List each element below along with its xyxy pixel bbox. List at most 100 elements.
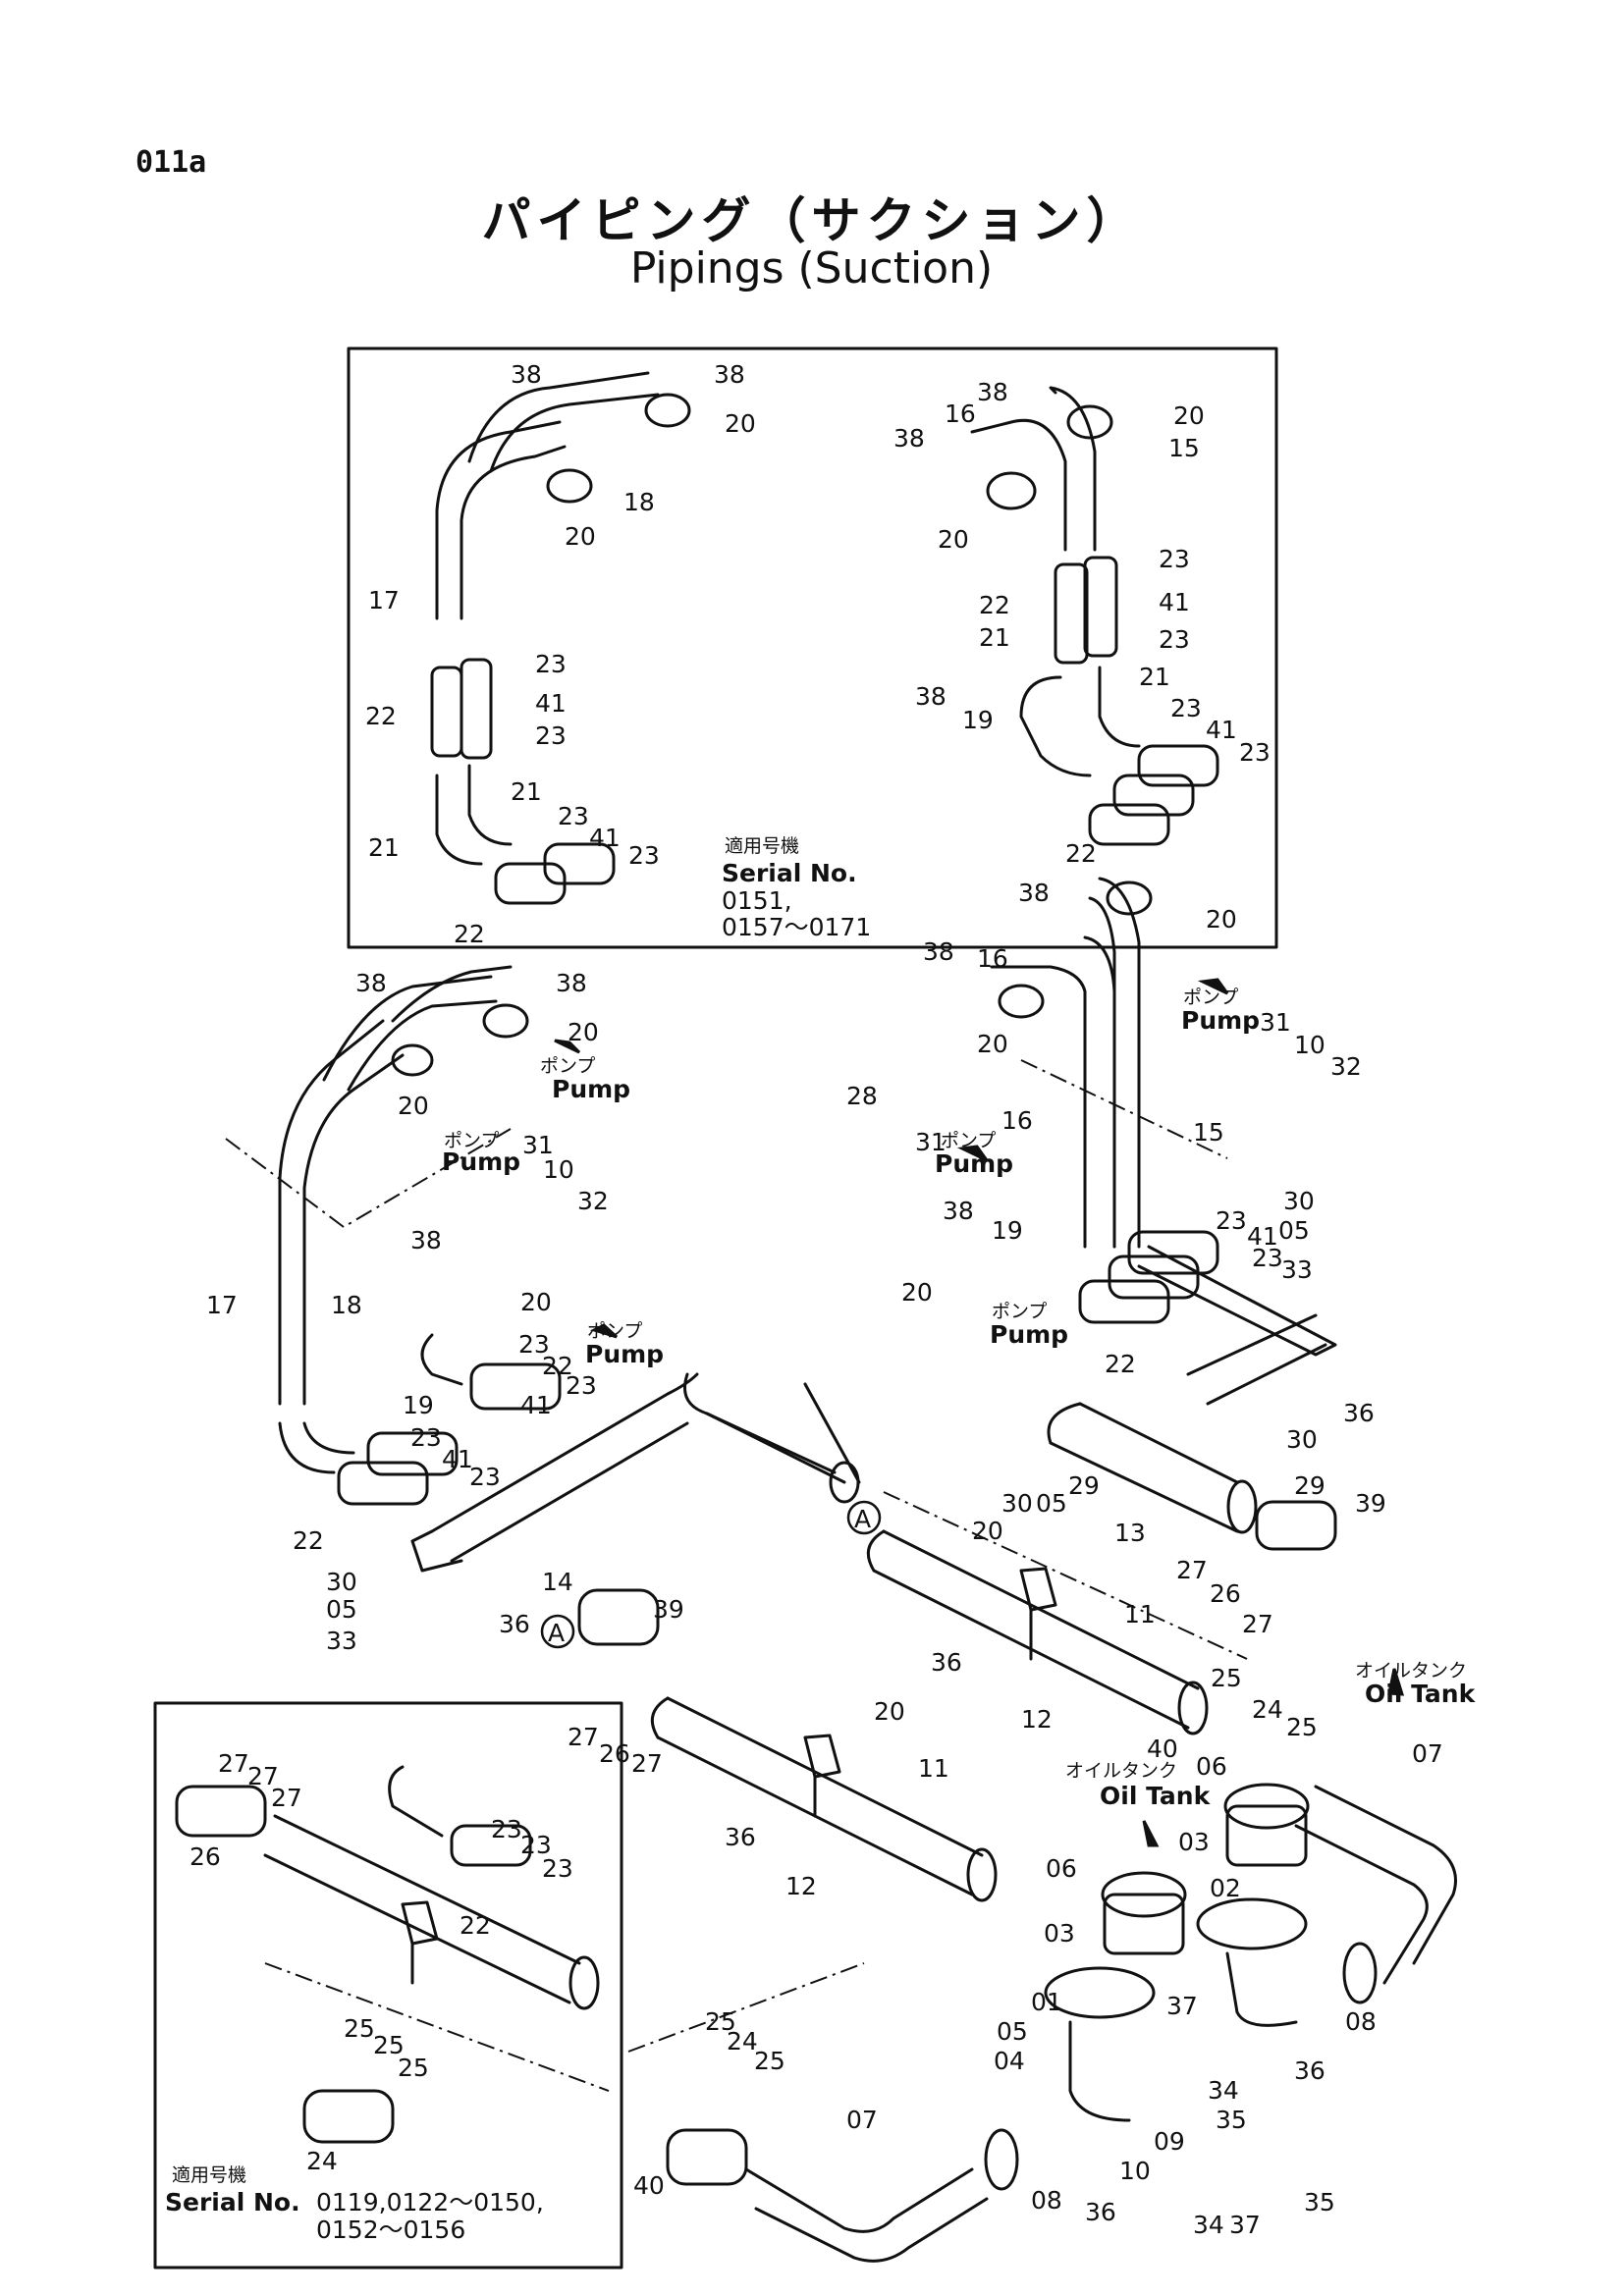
pump-label-en: Pump — [585, 1340, 664, 1368]
part-label: 05 — [1036, 1489, 1067, 1518]
part-label: 21 — [368, 833, 400, 862]
part-label: 16 — [977, 944, 1008, 973]
part-label: 10 — [1294, 1031, 1325, 1059]
part-label: 04 — [994, 2047, 1025, 2075]
part-label: 07 — [1412, 1739, 1443, 1768]
part-label: 08 — [1345, 2007, 1377, 2036]
part-label: 41 — [442, 1445, 473, 1473]
part-label: 20 — [938, 525, 969, 554]
pump-label-en: Pump — [442, 1148, 520, 1176]
serial-values: 0119,0122～0150, — [316, 2188, 544, 2216]
part-label: 23 — [535, 721, 567, 750]
part-label: 02 — [1210, 1874, 1241, 1902]
part-label: 41 — [589, 824, 621, 852]
pump-label-en: Pump — [935, 1149, 1013, 1178]
part-label: 25 — [1286, 1713, 1318, 1741]
part-label: 26 — [1210, 1579, 1241, 1608]
part-label: 20 — [972, 1517, 1003, 1545]
main-left-risers — [278, 965, 562, 1506]
part-label: 20 — [565, 522, 596, 551]
pipe-07-right — [1294, 1785, 1457, 2004]
pump-label-jp: ポンプ — [1183, 987, 1238, 1008]
title-japanese: パイピング（サクション） — [481, 192, 1142, 249]
part-label: 20 — [874, 1697, 905, 1726]
part-label: 23 — [1239, 738, 1271, 767]
part-label: 18 — [623, 488, 655, 516]
part-label: 23 — [566, 1371, 597, 1400]
part-label: 23 — [628, 841, 660, 870]
part-label: 17 — [368, 586, 400, 614]
part-label: 38 — [915, 682, 947, 711]
part-label: 24 — [306, 2147, 338, 2175]
part-label: 25 — [705, 2007, 736, 2036]
part-label: 33 — [326, 1627, 357, 1655]
part-label: 37 — [1229, 2211, 1261, 2239]
part-label: 27 — [1176, 1556, 1208, 1584]
part-label: 38 — [355, 969, 387, 997]
pipe-12-lower — [650, 1696, 998, 1902]
connection-mark-a-1 — [846, 1500, 882, 1535]
part-label: 25 — [1211, 1664, 1242, 1692]
part-label: 20 — [568, 1018, 599, 1046]
part-label: 12 — [785, 1872, 817, 1900]
part-label: 23 — [410, 1423, 442, 1452]
part-label: 41 — [1159, 588, 1190, 616]
part-label: 19 — [962, 706, 994, 734]
part-label: 16 — [945, 400, 976, 428]
inset-box-bottom-left — [153, 1701, 623, 2269]
part-label: 32 — [1330, 1052, 1362, 1081]
connection-mark-a-2-label: A — [548, 1619, 565, 1647]
pump-label-jp: ポンプ — [992, 1301, 1047, 1322]
part-label: 19 — [992, 1216, 1023, 1245]
coupling-39 — [577, 1588, 660, 1646]
part-label: 38 — [893, 424, 925, 453]
part-label: 25 — [344, 2014, 375, 2043]
part-label: 25 — [373, 2031, 405, 2059]
part-label: 08 — [1031, 2186, 1062, 2215]
part-label: 38 — [410, 1226, 442, 1255]
pipe-07-lower — [666, 2128, 1019, 2263]
part-label: 25 — [754, 2047, 785, 2075]
part-label: 06 — [1046, 1854, 1077, 1883]
part-label: 36 — [931, 1648, 962, 1677]
serial-note-top: 適用号機 Serial No. 0151, 0157～0171 — [722, 835, 871, 941]
part-label: 20 — [977, 1030, 1008, 1058]
part-label: 23 — [535, 650, 567, 678]
part-label: 21 — [511, 777, 542, 806]
serial-values: 0151, — [722, 886, 792, 915]
part-label: 27 — [218, 1749, 249, 1778]
main-manifold — [410, 1372, 861, 1573]
connection-mark-a-2 — [540, 1614, 575, 1649]
part-label: 38 — [943, 1197, 974, 1225]
part-label: 17 — [206, 1291, 238, 1319]
part-label: 11 — [918, 1754, 949, 1783]
part-label: 07 — [846, 2106, 878, 2134]
inset-top-right-assembly — [970, 386, 1219, 846]
part-label: 10 — [1119, 2157, 1151, 2185]
part-label: 16 — [1001, 1106, 1033, 1135]
page-code: 011a — [135, 145, 207, 180]
pump-label-jp: ポンプ — [444, 1130, 499, 1151]
part-label: 18 — [331, 1291, 362, 1319]
part-label: 23 — [518, 1330, 550, 1359]
part-label: 20 — [398, 1092, 429, 1120]
part-label: 38 — [977, 378, 1008, 406]
part-label: 36 — [1085, 2198, 1116, 2226]
part-label: 31 — [1260, 1008, 1291, 1037]
part-label: 38 — [1018, 879, 1050, 907]
part-labels: 38 38 20 18 20 17 23 41 22 23 21 23 41 2… — [189, 360, 1443, 2239]
pump-label-jp: ポンプ — [941, 1130, 996, 1151]
part-label: 28 — [846, 1082, 878, 1110]
part-label: 27 — [568, 1723, 599, 1751]
part-label: 36 — [1294, 2056, 1325, 2085]
serial-values: 0157～0171 — [722, 913, 871, 941]
part-label: 22 — [460, 1911, 491, 1940]
part-label: 20 — [1173, 401, 1205, 430]
part-label: 31 — [915, 1128, 947, 1156]
pipe-13 — [1047, 1313, 1337, 1551]
part-label: 31 — [522, 1131, 554, 1159]
serial-note-bottom: 適用号機 Serial No. 0119,0122～0150, 0152～015… — [165, 2164, 544, 2244]
part-label: 24 — [727, 2027, 758, 2056]
inset-box-top — [347, 347, 1278, 949]
